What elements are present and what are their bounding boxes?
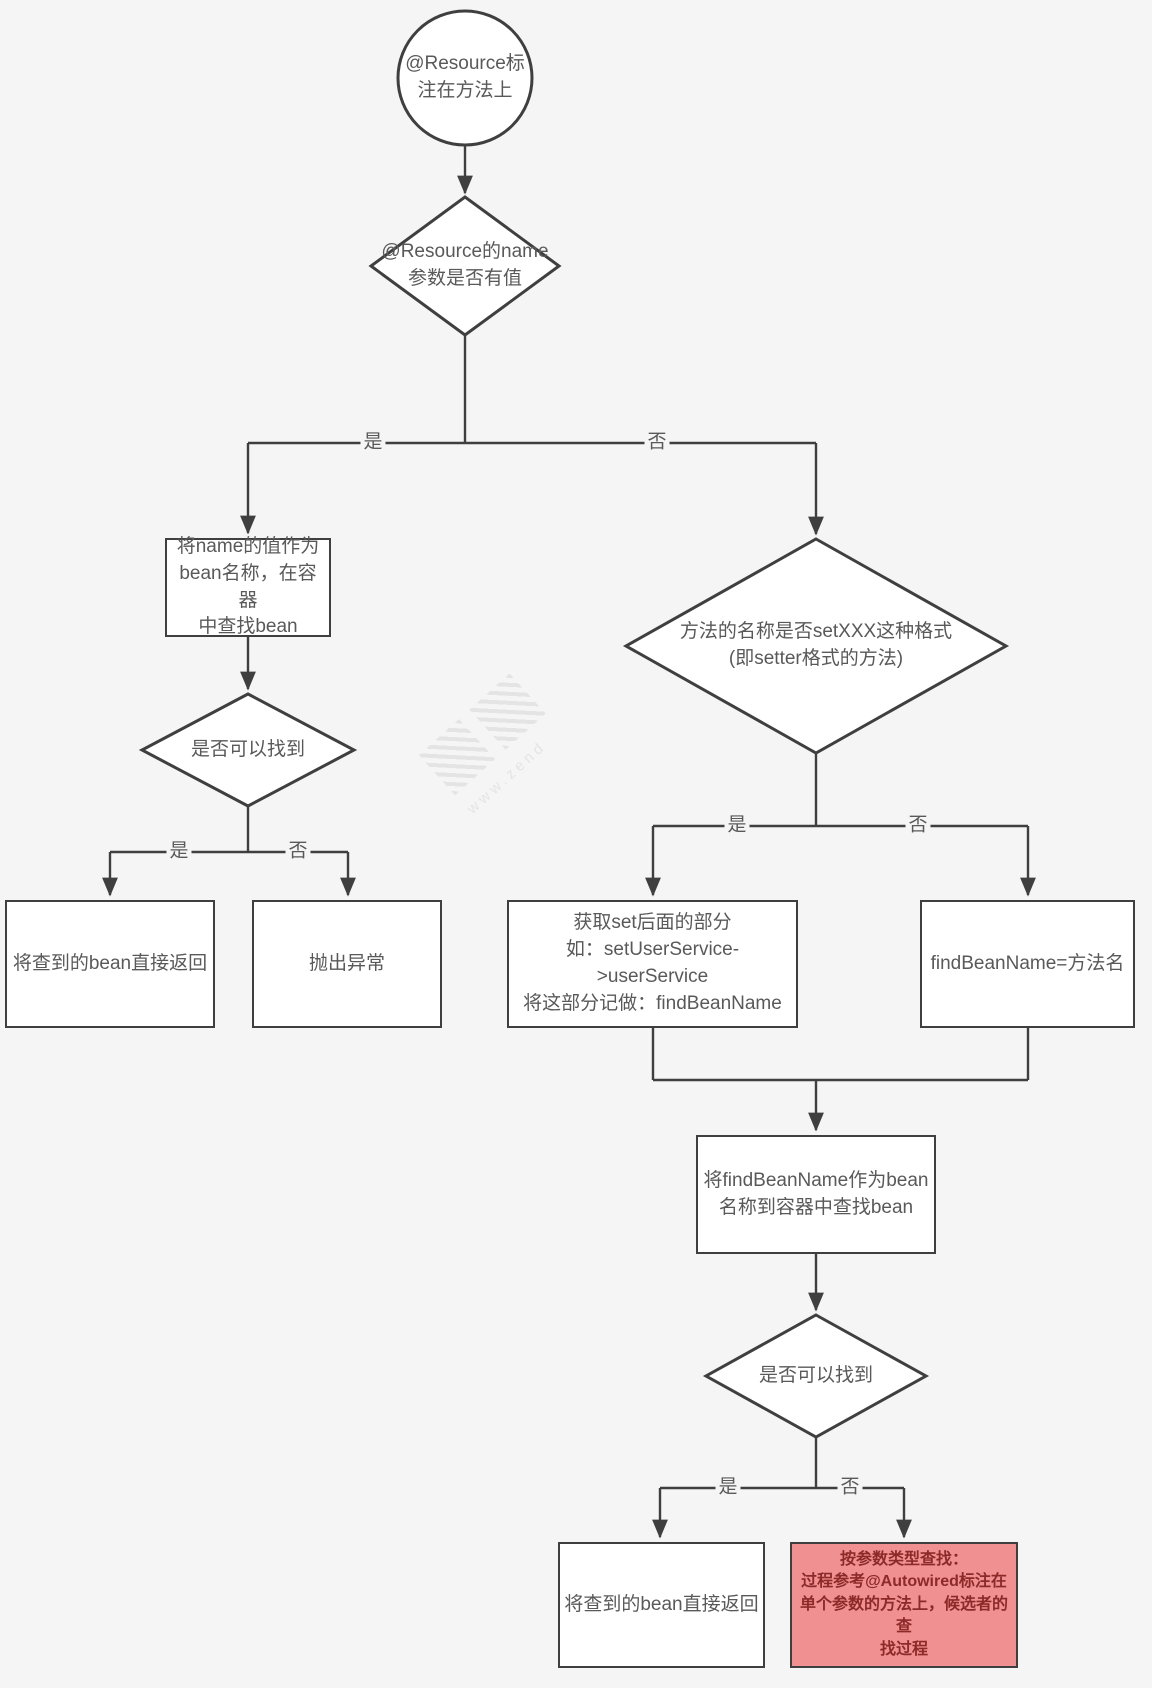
decision-name-has-value: @Resource的name 参数是否有值 — [381, 241, 549, 289]
edge-label-yes-1: 是 — [360, 432, 386, 454]
edge-label-yes-3: 是 — [724, 815, 750, 837]
edge-label-no-1: 否 — [644, 432, 670, 454]
edge-label-yes-4: 是 — [715, 1477, 741, 1499]
process-throw-exception: 抛出异常 — [252, 900, 442, 1028]
process-name-lookup: 将name的值作为 bean名称，在容器 中查找bean — [165, 536, 331, 637]
start-node: @Resource标 注在方法上 — [405, 53, 525, 101]
decision-found-left: 是否可以找到 — [190, 738, 305, 760]
edge-label-no-3: 否 — [905, 815, 931, 837]
edge-label-yes-2: 是 — [166, 841, 192, 863]
process-find-by-type: 按参数类型查找： 过程参考@Autowired标注在 单个参数的方法上，候选者的… — [790, 1542, 1018, 1668]
process-extract-set-suffix: 获取set后面的部分 如：setUserService->userService… — [507, 900, 798, 1028]
decision-found-right: 是否可以找到 — [758, 1364, 873, 1386]
edge-label-no-4: 否 — [837, 1477, 863, 1499]
process-return-bean-right: 将查到的bean直接返回 — [558, 1542, 765, 1668]
decision-setter-format: 方法的名称是否setXXX这种格式 (即setter格式的方法) — [679, 621, 953, 669]
edge-label-no-2: 否 — [285, 841, 311, 863]
process-method-name: findBeanName=方法名 — [920, 900, 1135, 1028]
process-return-bean-left: 将查到的bean直接返回 — [5, 900, 215, 1028]
process-find-by-name: 将findBeanName作为bean 名称到容器中查找bean — [696, 1135, 936, 1254]
start-circle-outline — [396, 9, 534, 147]
